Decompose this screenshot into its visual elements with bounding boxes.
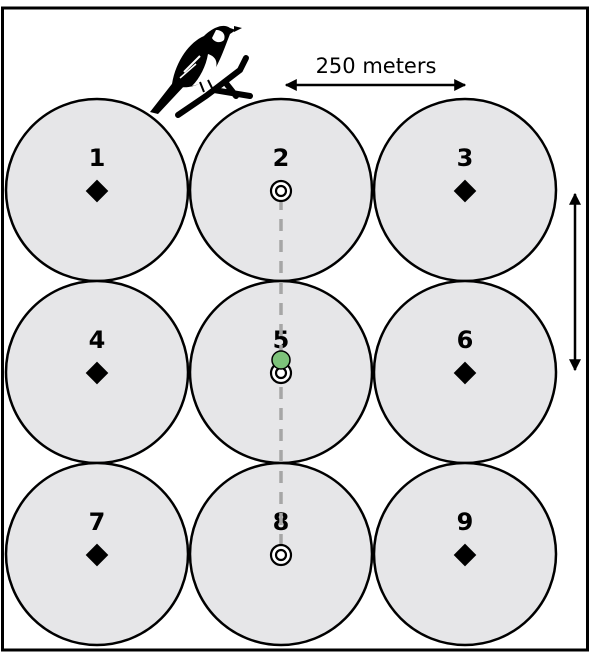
double-ring-marker-icon [269, 179, 293, 203]
plot-number: 5 [273, 326, 290, 354]
diamond-marker-icon [85, 543, 109, 567]
center-point [271, 350, 291, 370]
plot-number: 6 [457, 326, 474, 354]
diamond-marker-icon [85, 361, 109, 385]
plot-number: 4 [89, 326, 106, 354]
diamond-marker-icon [85, 179, 109, 203]
diamond-marker-icon [453, 361, 477, 385]
plot-number: 3 [457, 144, 474, 172]
plot-number: 7 [89, 508, 106, 536]
bird-on-branch-icon [150, 25, 253, 118]
plot-number: 9 [457, 508, 474, 536]
plot-number: 1 [89, 144, 106, 172]
double-ring-marker-icon [269, 543, 293, 567]
plot-number: 2 [273, 144, 290, 172]
scale-label: 250 meters [316, 54, 437, 78]
diamond-marker-icon [453, 543, 477, 567]
